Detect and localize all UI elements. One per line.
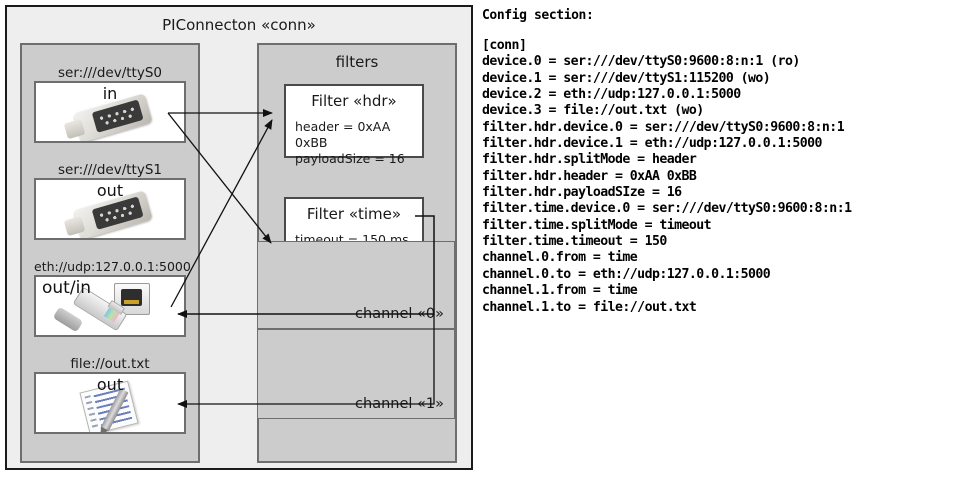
channel-0-box[interactable]: channel «0» — [257, 241, 455, 329]
device-label: file://out.txt — [70, 356, 150, 372]
device-label: ser:///dev/ttyS0 — [58, 65, 162, 81]
device-box[interactable]: in — [34, 81, 186, 143]
device-label: ser:///dev/ttyS1 — [58, 162, 162, 178]
filter-properties: header = 0xAA 0xBB payloadSize = 16 — [295, 119, 422, 167]
device-direction: in — [102, 84, 118, 103]
device-direction: out — [96, 181, 124, 200]
devices-panel: ser:///dev/ttyS0 in ser:///dev/ttyS1 out — [20, 43, 200, 463]
piconnecton-container: PIConnecton «conn» ser:///dev/ttyS0 in s… — [5, 5, 473, 470]
filter-property: payloadSize = 16 — [295, 151, 405, 166]
filter-title: Filter «time» — [306, 205, 402, 223]
device-file-out[interactable]: file://out.txt out — [34, 356, 186, 434]
device-eth-udp[interactable]: eth://udp:127.0.0.1:5000 out/in — [34, 259, 191, 337]
filter-title: Filter «hdr» — [311, 92, 397, 110]
filters-panel-title: filters — [335, 53, 379, 71]
device-box[interactable]: out — [34, 178, 186, 240]
config-section: Config section: [conn] device.0 = ser://… — [482, 8, 952, 316]
ethernet-rj45-icon — [36, 277, 184, 335]
device-ser-ttyS0[interactable]: ser:///dev/ttyS0 in — [34, 65, 186, 143]
config-heading: Config section: — [482, 8, 594, 23]
filter-property: header = 0xAA 0xBB — [295, 119, 391, 150]
filter-hdr-box[interactable]: Filter «hdr» header = 0xAA 0xBB payloadS… — [284, 84, 424, 166]
channel-1-box[interactable]: channel «1» — [257, 329, 455, 419]
config-text: [conn] device.0 = ser:///dev/ttyS0:9600:… — [482, 38, 852, 315]
device-direction: out — [96, 375, 124, 394]
device-box[interactable]: out/in — [34, 275, 186, 337]
piconnecton-title: PIConnecton «conn» — [162, 16, 316, 34]
filters-panel: filters Filter «hdr» header = 0xAA 0xBB … — [257, 43, 457, 463]
device-box[interactable]: out — [34, 372, 186, 434]
device-direction: out/in — [42, 278, 92, 298]
channel-label: channel «1» — [355, 396, 444, 412]
device-ser-ttyS1[interactable]: ser:///dev/ttyS1 out — [34, 162, 186, 240]
device-label: eth://udp:127.0.0.1:5000 — [34, 259, 191, 274]
channel-label: channel «0» — [355, 306, 444, 322]
